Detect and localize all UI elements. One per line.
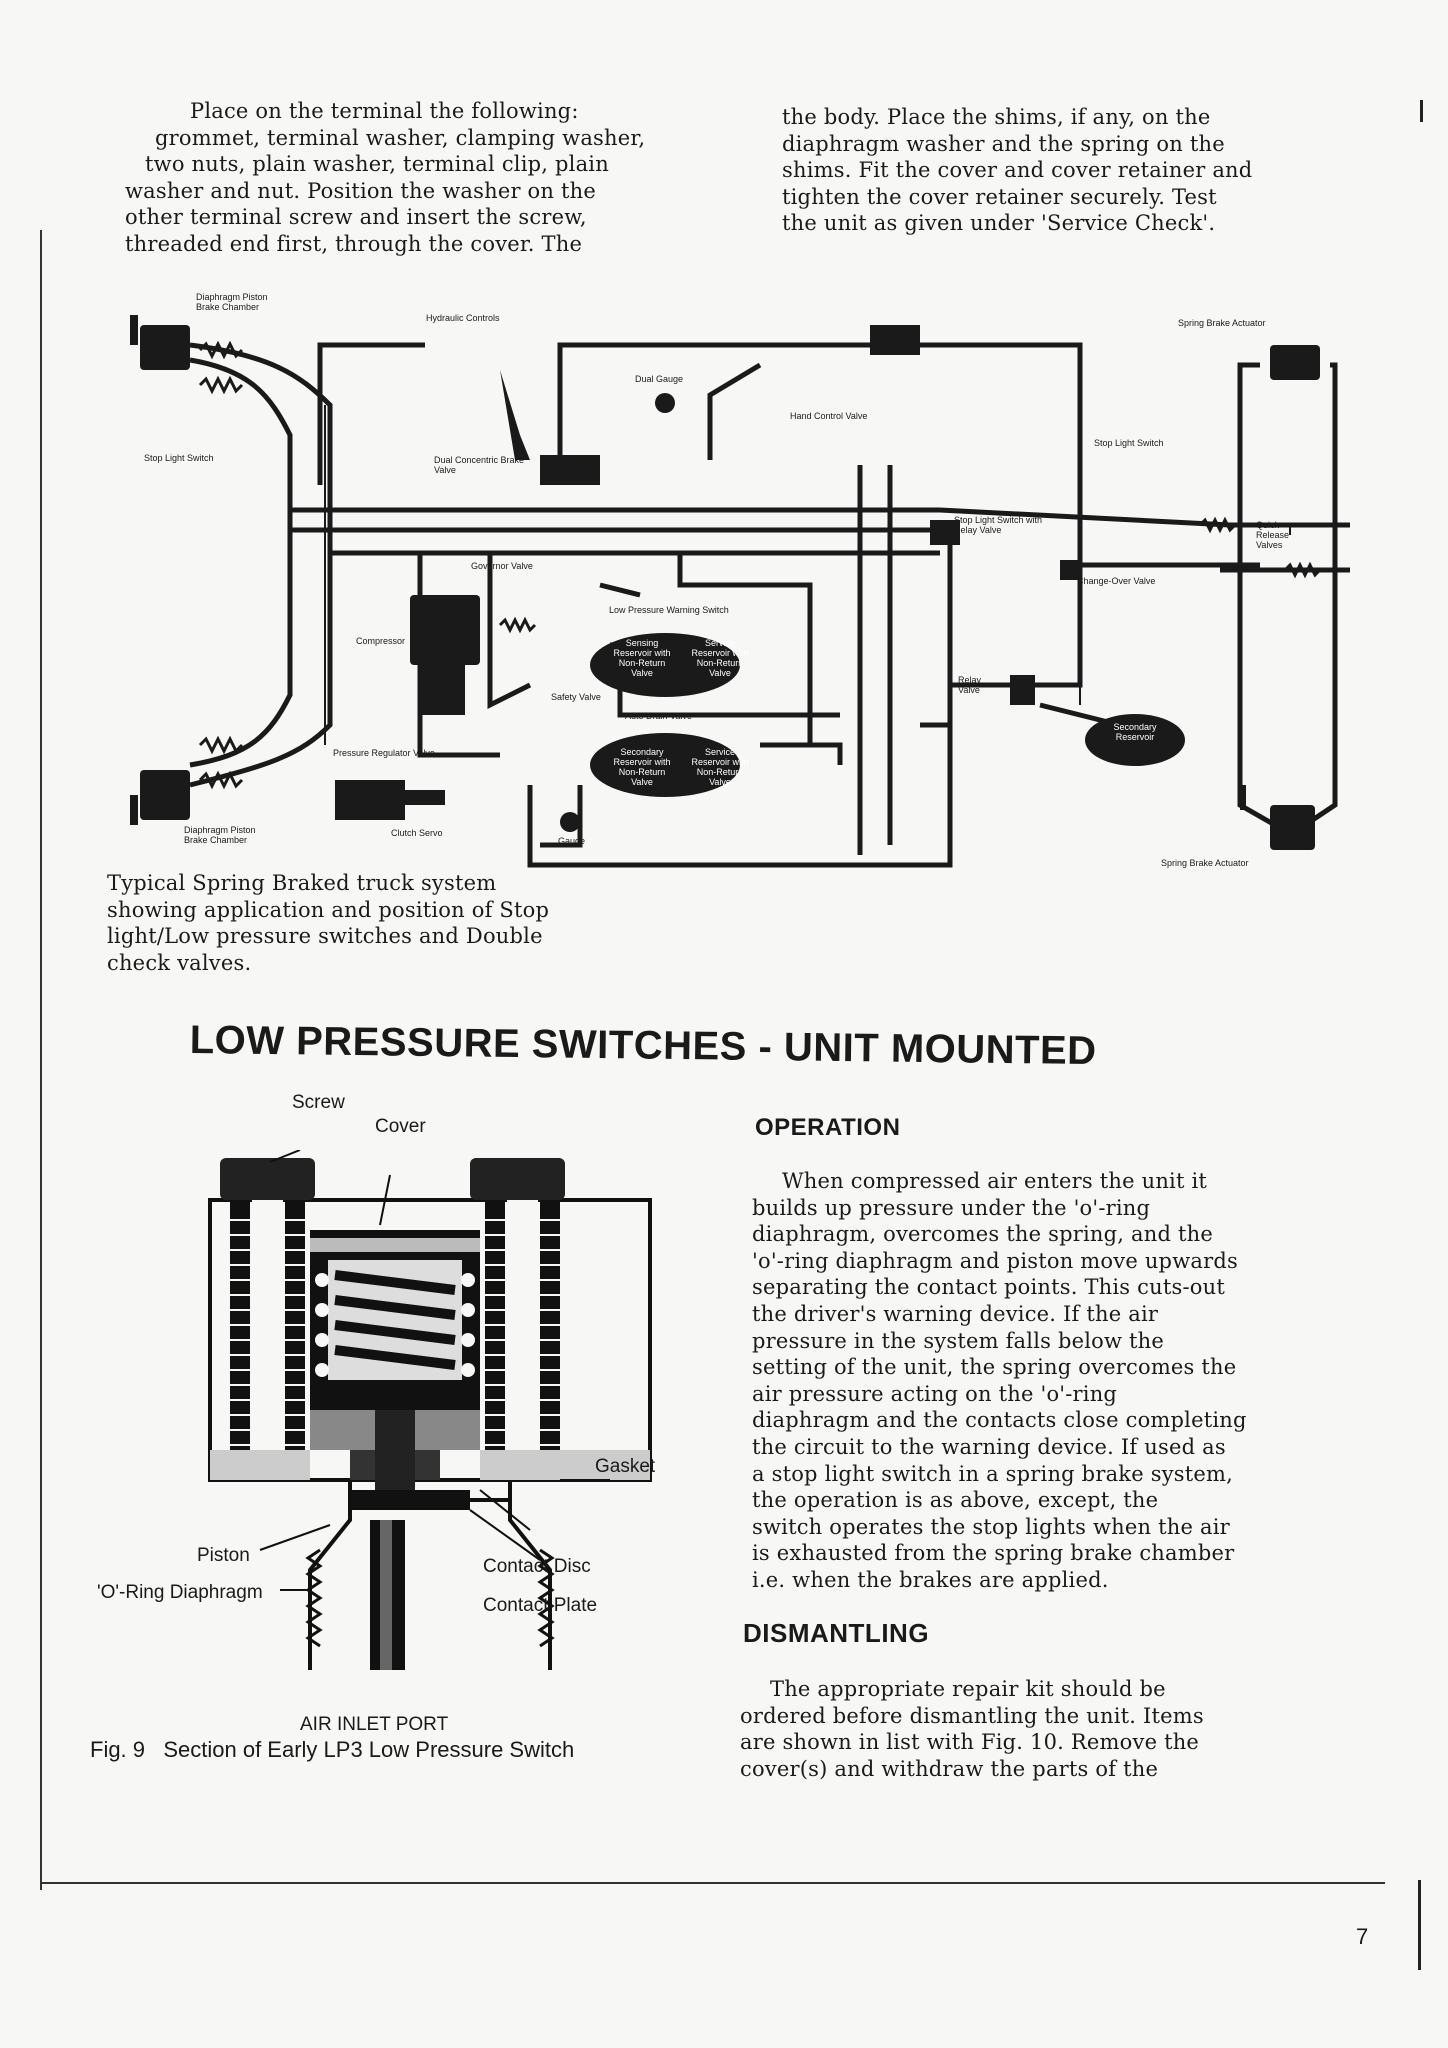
diagram-caption: Typical Spring Braked truck system showi… (107, 870, 667, 976)
text-line: Place on the terminal the following: (190, 99, 579, 123)
label-pressure-regulator: Pressure Regulator Valve (333, 748, 435, 758)
figure-9-caption: Fig. 9 Section of Early LP3 Low Pressure… (90, 1737, 575, 1762)
text-line: the unit as given under 'Service Check'. (782, 211, 1216, 235)
label-screw: Screw (292, 1092, 345, 1113)
bottom-rule (40, 1882, 1385, 1884)
text-line: two nuts, plain washer, terminal clip, p… (145, 152, 609, 176)
label-contact-plate: Contact Plate (483, 1595, 598, 1616)
label-quick-release: Quick Release Valves (1256, 520, 1290, 550)
text-line: a stop light switch in a spring brake sy… (752, 1461, 1233, 1486)
text-line: the operation is as above, except, the (752, 1488, 1159, 1513)
caption-line: Typical Spring Braked truck system (107, 871, 497, 895)
label-low-pressure-warning: Low Pressure Warning Switch (609, 605, 729, 615)
label-safety-valve: Safety Valve (551, 692, 601, 702)
label-hydraulic-controls: Hydraulic Controls (426, 313, 500, 323)
dismantling-paragraph: The appropriate repair kit should be ord… (740, 1676, 1340, 1782)
top-left-paragraph: Place on the terminal the following: gro… (125, 98, 715, 257)
label-governor-valve: Governor Valve (471, 561, 533, 571)
label-diaphragm-top: Diaphragm Piston Brake Chamber (196, 292, 268, 312)
section-title: LOW PRESSURE SWITCHES - UNIT MOUNTED (189, 1018, 1097, 1074)
text-line: diaphragm and the contacts close complet… (752, 1408, 1247, 1433)
label-stop-light-right: Stop Light Switch (1094, 438, 1164, 448)
caption-line: showing application and position of Stop (107, 897, 550, 922)
page-number: 7 (1356, 1924, 1369, 1949)
text-line: the body. Place the shims, if any, on th… (782, 105, 1211, 129)
label-sensing-reservoir: Sensing Reservoir with Non-Return Valve (613, 638, 671, 678)
label-air-inlet-port: AIR INLET PORT (300, 1714, 449, 1735)
label-cover: Cover (375, 1116, 426, 1137)
dismantling-heading: DISMANTLING (743, 1618, 930, 1648)
left-border-line (40, 230, 42, 1890)
label-gauge: Gauge (558, 836, 586, 846)
text-line: cover(s) and withdraw the parts of the (740, 1756, 1159, 1781)
label-spring-actuator-top: Spring Brake Actuator (1178, 318, 1266, 328)
label-stop-light-left: Stop Light Switch (144, 453, 214, 463)
label-secondary-reservoir: Secondary Reservoir with Non-Return Valv… (613, 747, 671, 787)
label-diaphragm-bottom: Diaphragm Piston Brake Chamber (184, 825, 256, 845)
label-hand-control-valve: Hand Control Valve (790, 411, 868, 421)
label-secondary-reservoir-right: Secondary Reservoir (1113, 722, 1157, 742)
caption-line: check valves. (107, 950, 252, 975)
label-service-reservoir-2: Service Reservoir with Non-Return Valve (691, 747, 749, 787)
text-line: separating the contact points. This cuts… (752, 1275, 1225, 1300)
operation-paragraph: When compressed air enters the unit it b… (752, 1168, 1352, 1594)
label-compressor: Compressor (356, 636, 406, 646)
text-line: i.e. when the brakes are applied. (752, 1567, 1109, 1592)
text-line: is exhausted from the spring brake chamb… (752, 1541, 1235, 1566)
label-dual-gauge: Dual Gauge (635, 374, 684, 384)
text-line: switch operates the stop lights when the… (752, 1514, 1230, 1539)
right-edge-mark (1420, 100, 1423, 122)
text-line: shims. Fit the cover and cover retainer … (782, 158, 1253, 182)
text-line: the driver's warning device. If the air (752, 1301, 1159, 1326)
label-auto-drain: Auto Drain Valve (625, 711, 692, 721)
text-line: diaphragm, overcomes the spring, and the (752, 1222, 1213, 1247)
low-pressure-switch-section (208, 1150, 652, 1670)
label-spring-actuator-bottom: Spring Brake Actuator (1161, 858, 1249, 868)
brake-system-diagram (130, 315, 1350, 868)
label-relay-valve: Relay Valve (958, 675, 982, 695)
text-line: ordered before dismantling the unit. Ite… (740, 1703, 1204, 1728)
label-service-reservoir-1: Service Reservoir with Non-Return Valve (691, 638, 749, 678)
text-line: threaded end first, through the cover. T… (125, 231, 583, 256)
text-line: diaphragm washer and the spring on the (782, 131, 1225, 156)
text-line: grommet, terminal washer, clamping washe… (155, 125, 646, 150)
text-line: the circuit to the warning device. If us… (752, 1434, 1226, 1459)
text-line: 'o'-ring diaphragm and piston move upwar… (752, 1248, 1238, 1273)
text-line: pressure in the system falls below the (752, 1328, 1165, 1353)
text-line: are shown in list with Fig. 10. Remove t… (740, 1730, 1200, 1754)
label-stop-light-relay: Stop Light Switch with Relay Valve (954, 515, 1043, 535)
right-edge-mark (1418, 1880, 1421, 1970)
text-line: setting of the unit, the spring overcome… (752, 1355, 1237, 1380)
label-clutch-servo: Clutch Servo (391, 828, 443, 838)
caption-line: light/Low pressure switches and Double (107, 924, 543, 948)
label-dual-concentric: Dual Concentric Brake Valve (434, 455, 525, 475)
label-gasket: Gasket (595, 1456, 656, 1477)
text-line: tighten the cover retainer securely. Tes… (782, 184, 1217, 209)
text-line: washer and nut. Position the washer on t… (125, 178, 596, 203)
text-line: other terminal screw and insert the scre… (125, 205, 587, 229)
label-contact-disc: Contact Disc (483, 1556, 591, 1577)
label-piston: Piston (197, 1545, 250, 1566)
text-line: builds up pressure under the 'o'-ring (752, 1195, 1151, 1220)
operation-heading: OPERATION (755, 1114, 901, 1141)
label-o-ring: 'O'-Ring Diaphragm (97, 1582, 263, 1603)
text-line: air pressure acting on the 'o'-ring (752, 1381, 1118, 1406)
text-line: When compressed air enters the unit it (782, 1169, 1208, 1193)
text-line: The appropriate repair kit should be (770, 1677, 1166, 1701)
label-change-over: Change-Over Valve (1077, 576, 1156, 586)
top-right-paragraph: the body. Place the shims, if any, on th… (782, 104, 1382, 237)
